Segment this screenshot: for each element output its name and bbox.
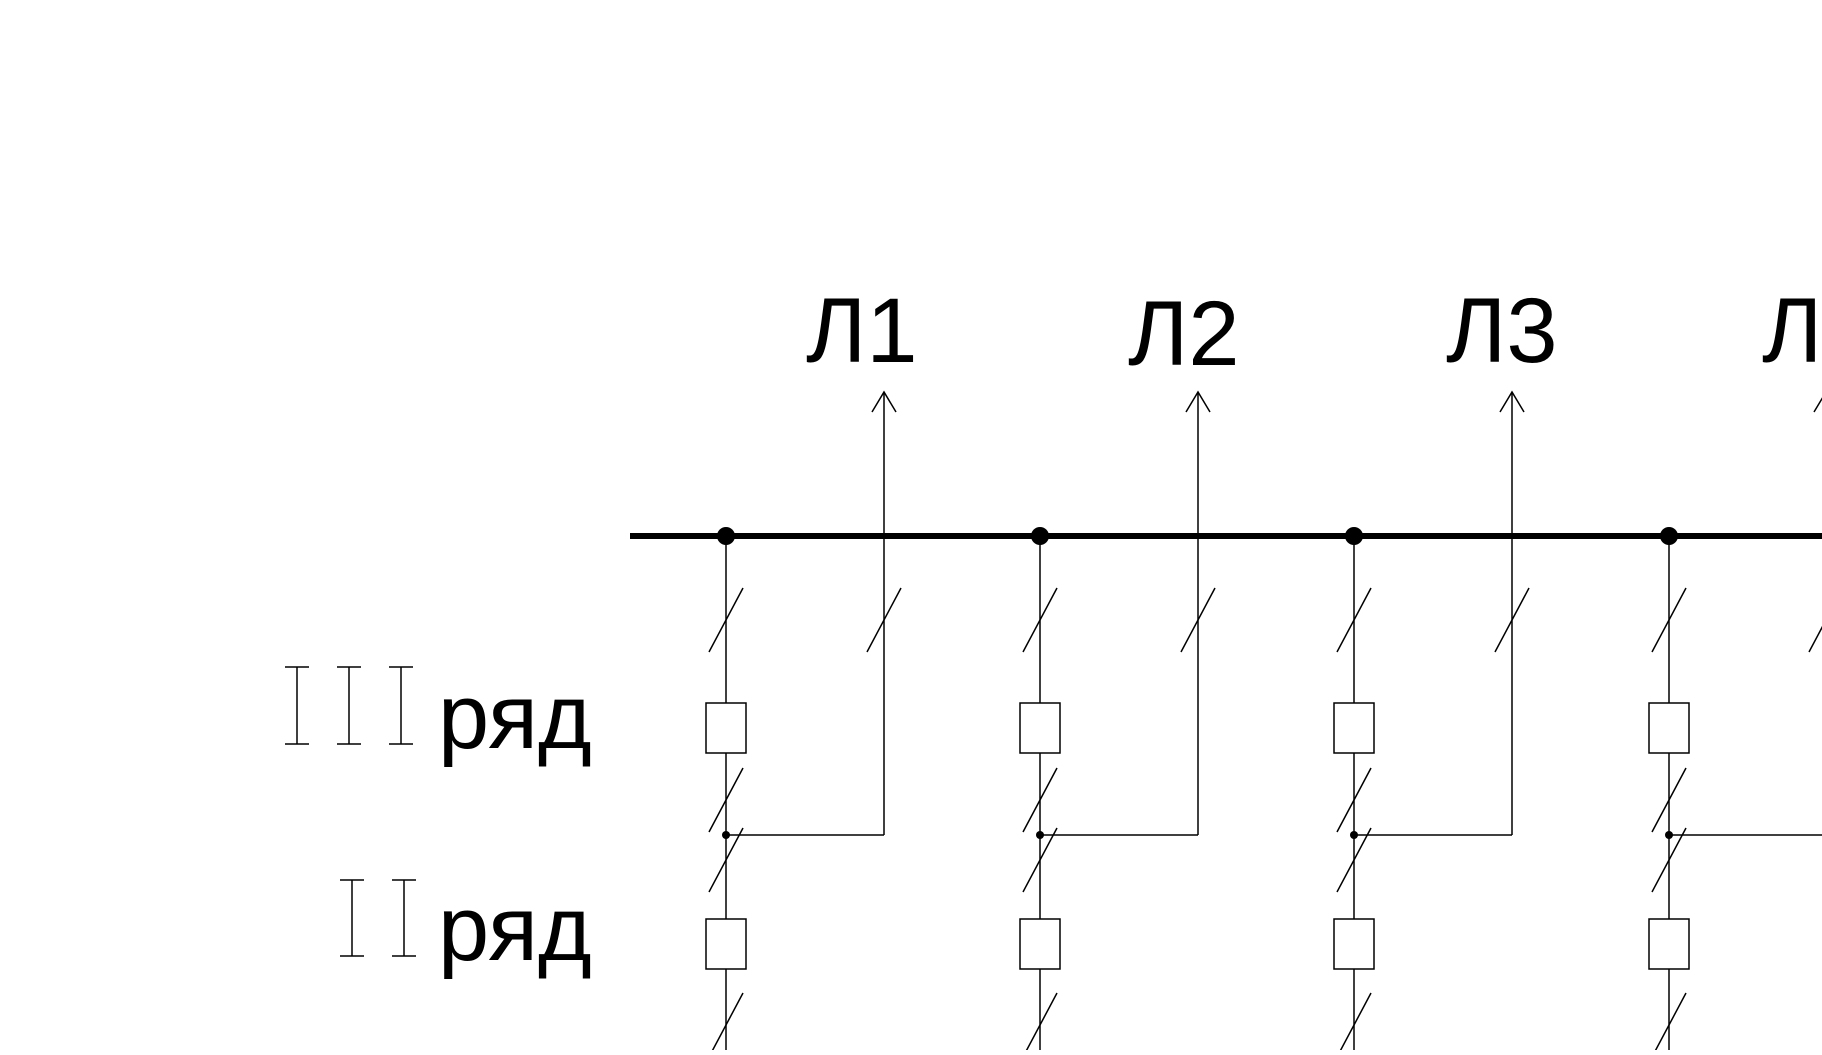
feeder-4-tick-2 [1651,767,1687,833]
outgoing-line-1-tick [866,587,902,653]
breaker-row3-2 [1019,702,1061,754]
breaker-row2-2 [1019,918,1061,970]
breaker-row2-1 [705,918,747,970]
feeder-4-tick-1 [1651,587,1687,653]
breaker-row3-4 [1648,702,1690,754]
feeder-2-tick-2 [1022,767,1058,833]
feeder-3-tick-1 [1336,587,1372,653]
feeder-1-tick-2 [708,767,744,833]
line-label-l3: Л3 [1446,280,1558,382]
breaker-row3-3 [1333,702,1375,754]
feeder-1-tick-1 [708,587,744,653]
row-label-iii: ряд [438,666,592,768]
outgoing-arrow-4 [1813,397,1822,413]
feeder-2-tick-1 [1022,587,1058,653]
feeder-4-tick-4 [1652,992,1687,1055]
outgoing-arrow-3 [1499,390,1525,413]
feeder-2-tick-4 [1023,992,1058,1055]
outgoing-arrow-1 [871,390,897,413]
outgoing-line-2-tick [1180,587,1216,653]
feeder-1-tick-3 [708,827,744,893]
feeder-3-tick-4 [1337,992,1372,1055]
feeder-3-tick-3 [1336,827,1372,893]
breaker-row2-3 [1333,918,1375,970]
feeder-4-tick-3 [1651,827,1687,893]
line-label-l2: Л2 [1128,283,1240,385]
feeder-2-tick-3 [1022,827,1058,893]
diagram-geometry [285,390,1822,1055]
outgoing-line-4-tick [1808,625,1822,653]
breaker-row3-1 [705,702,747,754]
outgoing-arrow-2 [1185,390,1211,413]
breaker-row2-4 [1648,918,1690,970]
feeder-3-tick-2 [1336,767,1372,833]
line-label-l4: Л4 [1762,280,1822,382]
outgoing-line-3-tick [1494,587,1530,653]
row-label-ii: ряд [438,878,592,980]
feeder-1-tick-4 [709,992,744,1055]
line-label-l1: Л1 [806,280,918,382]
